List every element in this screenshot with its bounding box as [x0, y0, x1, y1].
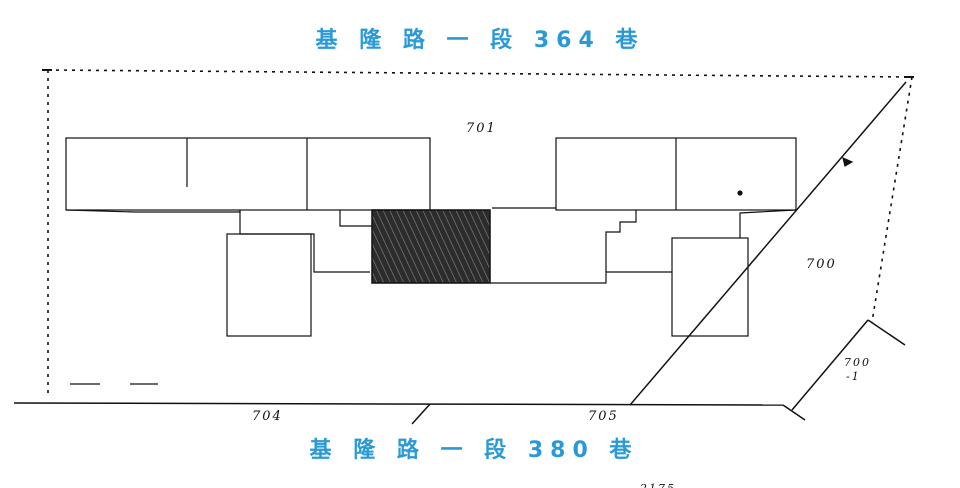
lot-number-southeast-suffix: -1: [846, 370, 861, 383]
building-outline: [65, 137, 797, 337]
lot-number-south: 705: [588, 409, 619, 424]
road-lines: [13, 81, 907, 425]
corner-note: 2175: [639, 482, 676, 488]
street-label-north: 基 隆 路 一 段 364 巷: [315, 28, 645, 53]
lot-number-east: 700: [806, 257, 837, 272]
lot-number-southwest: 704: [252, 409, 283, 424]
street-label-south: 基 隆 路 一 段 380 巷: [309, 438, 639, 463]
lot-boundary: [47, 69, 913, 398]
drawing-marks: [70, 156, 854, 385]
lot-number-southeast: 700: [844, 356, 871, 369]
boundary-markers: [42, 69, 914, 78]
lot-number-north: 701: [466, 121, 497, 136]
highlighted-unit: [371, 209, 491, 284]
